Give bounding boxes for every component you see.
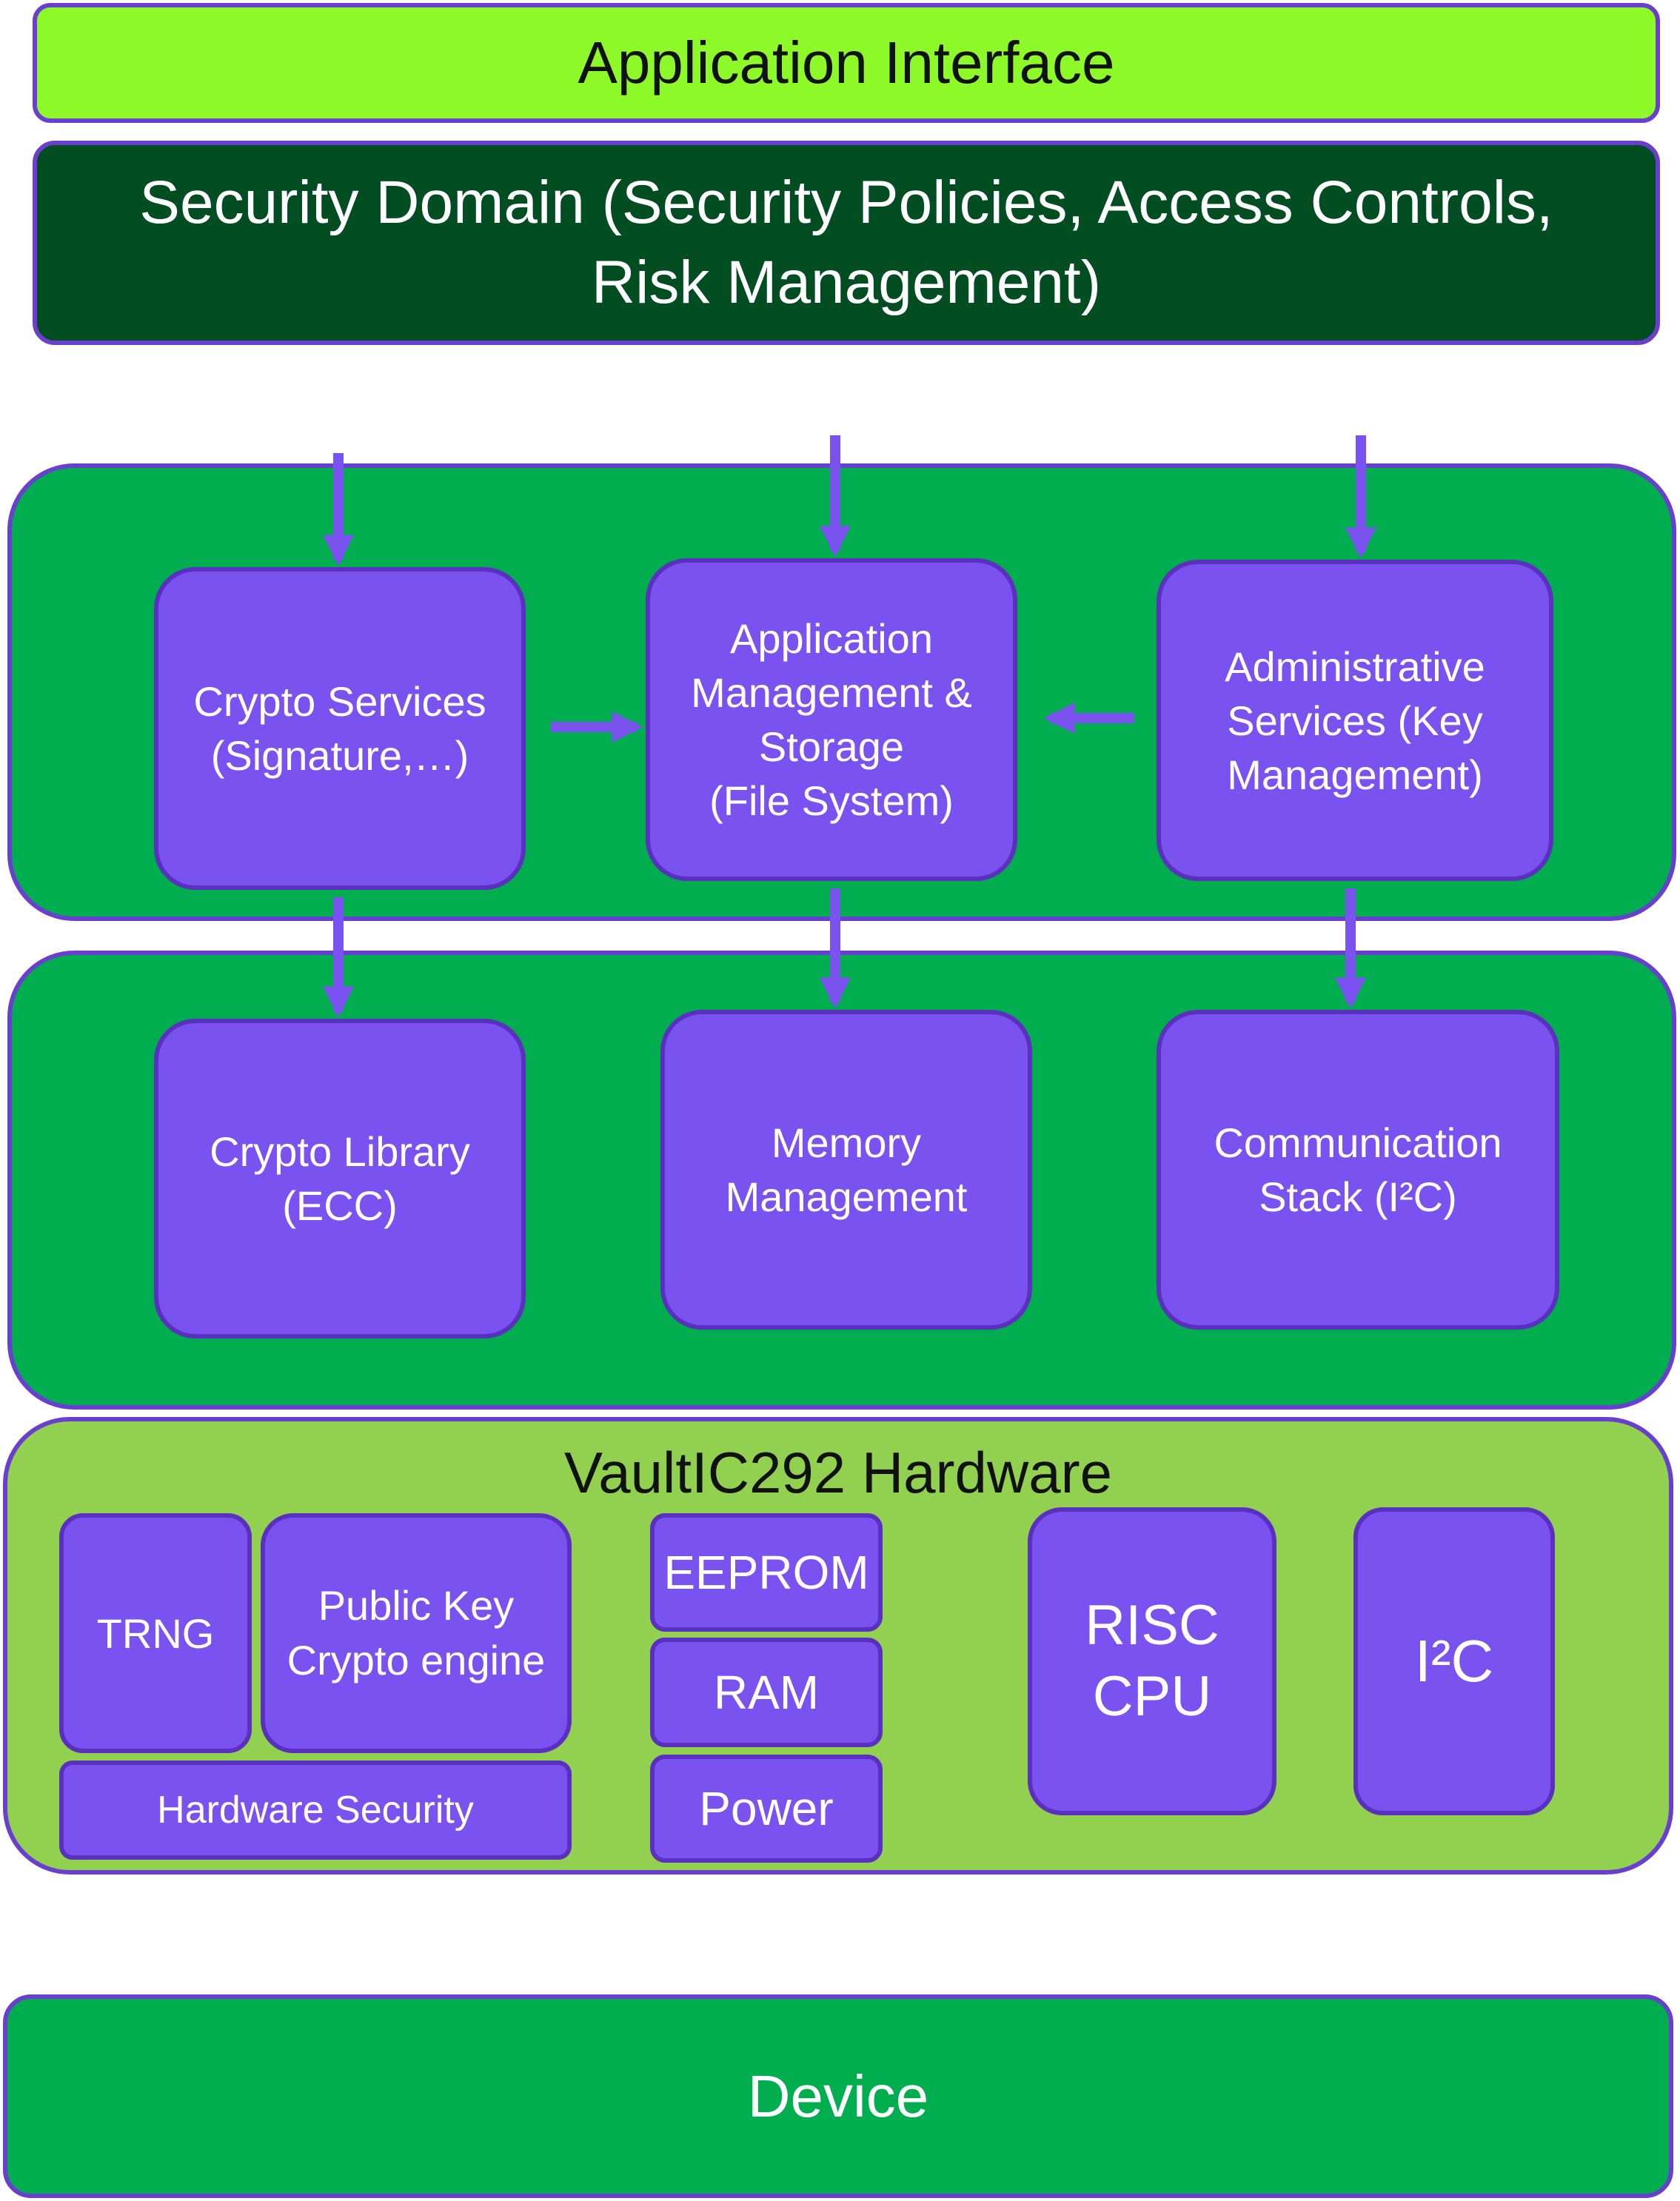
crypto-library-box: Crypto Library (ECC) xyxy=(154,1019,526,1339)
administrative-services-box: Administrative Services (Key Management) xyxy=(1157,560,1553,881)
device-bar: Device xyxy=(3,1994,1673,2198)
eeprom-box: EEPROM xyxy=(650,1513,883,1632)
administrative-services-label: Administrative Services (Key Management) xyxy=(1225,643,1485,798)
risc-cpu-box: RISC CPU xyxy=(1028,1507,1276,1815)
communication-stack-box: Communication Stack (I²C) xyxy=(1157,1010,1559,1330)
eeprom-label: EEPROM xyxy=(663,1546,869,1599)
application-management-box: Application Management & Storage (File S… xyxy=(646,558,1017,881)
power-label: Power xyxy=(699,1782,834,1835)
power-box: Power xyxy=(650,1755,883,1863)
memory-management-box: Memory Management xyxy=(660,1010,1032,1330)
ram-box: RAM xyxy=(650,1638,883,1747)
application-interface-bar: Application Interface xyxy=(33,3,1660,123)
crypto-services-label: Crypto Services (Signature,…) xyxy=(193,678,486,779)
hardware-security-label: Hardware Security xyxy=(157,1789,474,1832)
trng-label: TRNG xyxy=(96,1609,215,1657)
application-interface-label: Application Interface xyxy=(578,30,1115,96)
ram-label: RAM xyxy=(713,1666,820,1719)
security-domain-bar: Security Domain (Security Policies, Acce… xyxy=(33,141,1660,345)
communication-stack-label: Communication Stack (I²C) xyxy=(1214,1119,1502,1220)
crypto-services-box: Crypto Services (Signature,…) xyxy=(154,567,526,890)
hardware-title: VaultIC292 Hardware xyxy=(564,1440,1112,1505)
application-management-label: Application Management & Storage (File S… xyxy=(691,615,972,824)
i2c-box: I²C xyxy=(1353,1507,1555,1815)
trng-box: TRNG xyxy=(59,1513,252,1753)
security-domain-label: Security Domain (Security Policies, Acce… xyxy=(139,169,1553,316)
public-key-crypto-engine-label: Public Key Crypto engine xyxy=(287,1582,546,1684)
i2c-label: I²C xyxy=(1414,1628,1494,1694)
memory-management-label: Memory Management xyxy=(725,1119,968,1220)
crypto-library-label: Crypto Library (ECC) xyxy=(210,1128,470,1229)
public-key-crypto-engine-box: Public Key Crypto engine xyxy=(261,1513,572,1753)
hardware-security-box: Hardware Security xyxy=(59,1761,572,1860)
device-label: Device xyxy=(747,2063,929,2129)
risc-cpu-label: RISC CPU xyxy=(1085,1594,1219,1728)
